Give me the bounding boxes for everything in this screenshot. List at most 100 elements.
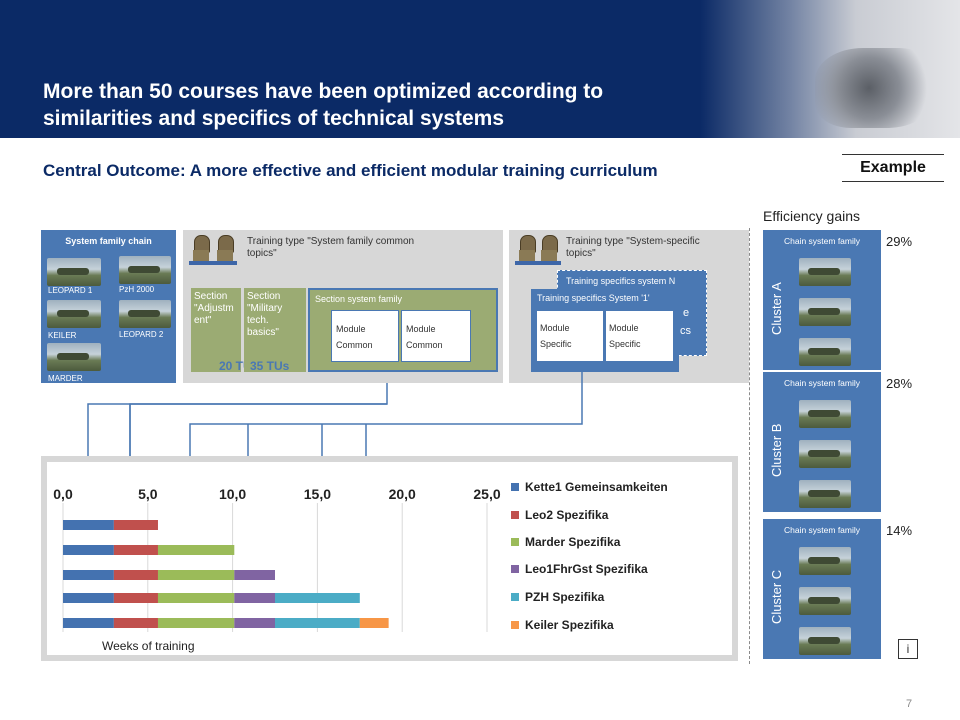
efficiency-gain: 14% bbox=[886, 523, 913, 538]
cluster-label: Cluster A bbox=[769, 282, 784, 335]
bar-segment bbox=[234, 570, 275, 580]
vehicle-image bbox=[799, 440, 851, 468]
bar-segment bbox=[113, 618, 158, 628]
vehicle-image bbox=[799, 400, 851, 428]
module-common-2: Module Common bbox=[401, 310, 471, 362]
keiler-image bbox=[47, 300, 101, 328]
soldier-icon bbox=[515, 235, 539, 265]
x-tick-label: 15,0 bbox=[304, 486, 331, 502]
module-specific-2: Module Specific bbox=[605, 311, 673, 361]
bar-segment bbox=[63, 545, 114, 555]
divider-dashed bbox=[749, 228, 750, 664]
page-subtitle: Central Outcome: A more effective and ef… bbox=[43, 161, 658, 180]
page-number: 7 bbox=[906, 698, 913, 710]
legend-swatch bbox=[511, 538, 519, 546]
vehicle-image bbox=[799, 547, 851, 575]
cluster-label: Cluster C bbox=[769, 569, 784, 624]
efficiency-gains-title: Efficiency gains bbox=[763, 208, 861, 224]
legend-swatch bbox=[511, 593, 519, 601]
x-tick-label: 5,0 bbox=[138, 486, 158, 502]
bar-segment bbox=[63, 618, 114, 628]
page-title: More than 50 courses have been optimized… bbox=[43, 80, 604, 130]
bar-segment bbox=[234, 593, 275, 603]
leopard2-image bbox=[119, 300, 171, 328]
vehicle-label: MARDER bbox=[48, 374, 83, 383]
x-tick-label: 25,0 bbox=[473, 486, 500, 502]
header-photo bbox=[700, 0, 960, 138]
legend-label: Leo2 Spezifika bbox=[525, 508, 609, 522]
bar-segment bbox=[359, 618, 389, 628]
bar-segment bbox=[157, 570, 235, 580]
vehicle-image bbox=[799, 627, 851, 655]
section-military-basics: Section "Military tech. basics" bbox=[244, 288, 306, 372]
legend-label: Keiler Spezifika bbox=[525, 618, 614, 632]
cluster-caption: Chain system family bbox=[783, 525, 861, 535]
bar-segment bbox=[113, 520, 158, 530]
bar-segment bbox=[63, 593, 114, 603]
common-topics-panel: Training type "System family common topi… bbox=[183, 230, 503, 383]
system-family-chain-title: System family chain bbox=[65, 236, 152, 246]
soldier-icon bbox=[537, 235, 561, 265]
bar-segment bbox=[275, 593, 360, 603]
training-type-common-label: Training type "System family common topi… bbox=[247, 236, 415, 259]
info-icon[interactable]: i bbox=[898, 639, 918, 659]
marder-image bbox=[47, 343, 101, 371]
section-system-family-label: Section system family bbox=[315, 294, 403, 304]
pzh2000-image bbox=[119, 256, 171, 284]
tus-35: 35 TUs bbox=[250, 359, 290, 373]
cluster-label: Cluster B bbox=[769, 423, 784, 477]
bar-segment bbox=[157, 618, 235, 628]
system-1-label: Training specifics System '1' bbox=[537, 293, 650, 303]
efficiency-gain: 29% bbox=[886, 234, 913, 249]
efficiency-gain: 28% bbox=[886, 376, 913, 391]
bar-segment bbox=[275, 618, 360, 628]
system-family-chain-panel: System family chain LEOPARD 1 PzH 2000 K… bbox=[41, 230, 176, 383]
vehicle-label: KEILER bbox=[48, 331, 77, 340]
bar-segment bbox=[63, 520, 114, 530]
bar-segment bbox=[157, 545, 235, 555]
bar-segment bbox=[157, 593, 235, 603]
training-specifics-system-1: Training specifics System '1' Module Spe… bbox=[531, 289, 679, 372]
bar-segment bbox=[63, 570, 114, 580]
cluster-caption: Chain system family bbox=[783, 378, 861, 388]
module-specific-1: Module Specific bbox=[537, 311, 603, 361]
section-military-basics-label: Section "Military tech. basics" bbox=[247, 291, 283, 338]
module-specific-1-label: Module Specific bbox=[540, 323, 572, 349]
soldier-icon bbox=[189, 235, 213, 265]
legend-swatch bbox=[511, 483, 519, 491]
module-common-1: Module Common bbox=[331, 310, 399, 362]
bar-segment bbox=[113, 570, 158, 580]
bar-segment bbox=[113, 545, 158, 555]
leopard1-image bbox=[47, 258, 101, 286]
x-tick-label: 10,0 bbox=[219, 486, 246, 502]
module-specific-2-label: Module Specific bbox=[609, 323, 641, 349]
section-adjustment-label: Section "Adjustm ent" bbox=[194, 291, 234, 326]
vehicle-label: LEOPARD 1 bbox=[48, 286, 93, 295]
training-type-specific-label: Training type "System-specific topics" bbox=[566, 236, 700, 259]
legend-swatch bbox=[511, 511, 519, 519]
vehicle-image bbox=[799, 480, 851, 508]
legend-label: PZH Spezifika bbox=[525, 590, 605, 604]
soldier-icon bbox=[213, 235, 237, 265]
legend-label: Leo1FhrGst Spezifika bbox=[525, 562, 648, 576]
module-common-2-label: Module Common bbox=[406, 324, 443, 350]
vehicle-image bbox=[799, 258, 851, 286]
vehicle-image bbox=[799, 338, 851, 366]
example-label: Example bbox=[842, 154, 944, 182]
x-tick-label: 0,0 bbox=[53, 486, 73, 502]
bar-segment bbox=[234, 618, 275, 628]
vehicle-label: LEOPARD 2 bbox=[119, 330, 164, 339]
section-adjustment: Section "Adjustm ent" bbox=[191, 288, 241, 372]
legend-label: Kette1 Gemeinsamkeiten bbox=[525, 480, 668, 494]
bar-segment bbox=[113, 593, 158, 603]
x-axis-label: Weeks of training bbox=[102, 639, 195, 653]
vehicle-label: PzH 2000 bbox=[119, 285, 155, 294]
vehicle-image bbox=[799, 298, 851, 326]
x-tick-label: 20,0 bbox=[389, 486, 416, 502]
legend-swatch bbox=[511, 565, 519, 573]
legend-label: Marder Spezifika bbox=[525, 535, 621, 549]
